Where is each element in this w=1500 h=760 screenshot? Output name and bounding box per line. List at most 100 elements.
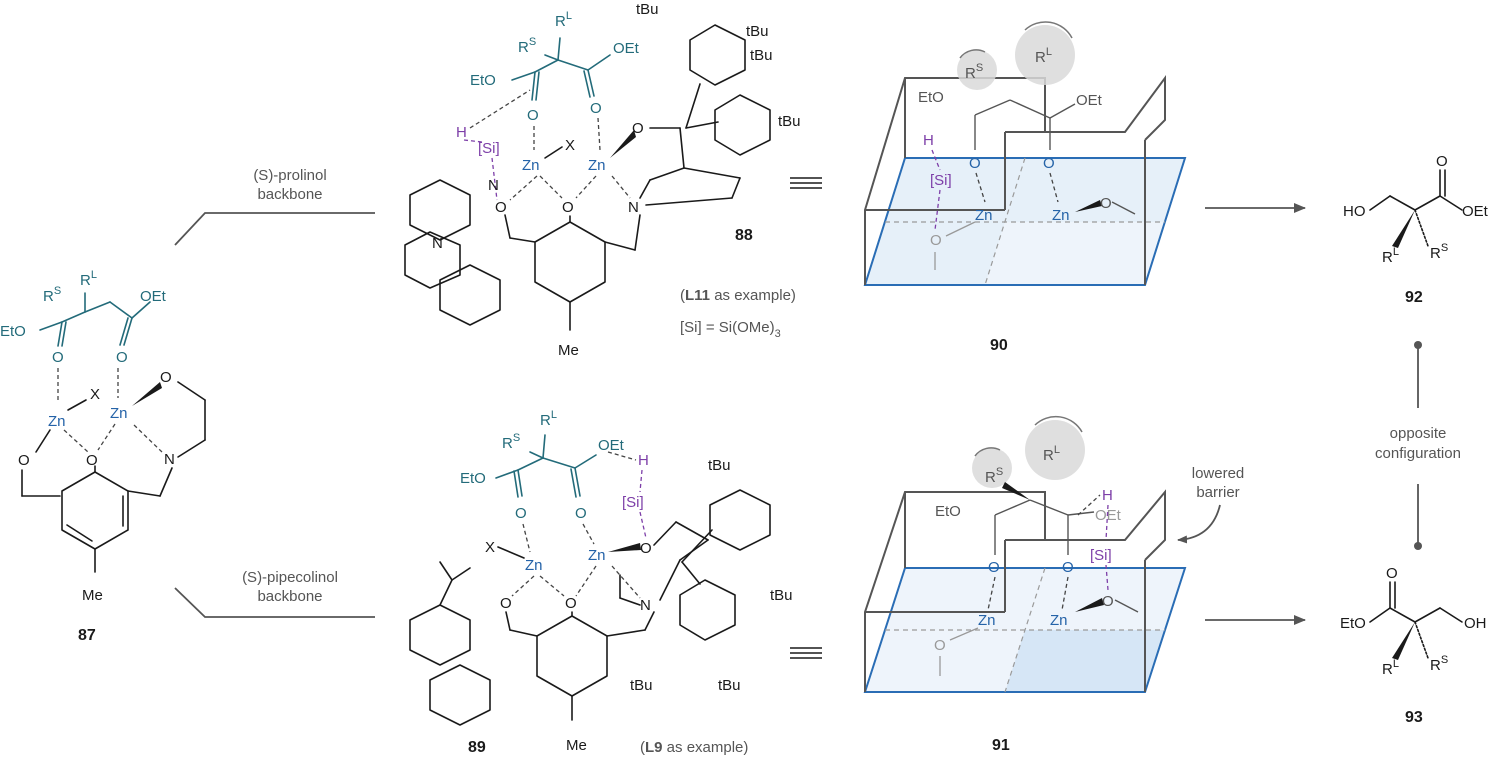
x-89: X [485,539,495,556]
equivalence-sign-bottom [790,647,822,659]
eto-89: EtO [460,470,486,487]
rl-91: RL [1043,444,1060,464]
label-88: 88 [735,227,753,244]
zn-90a: Zn [975,207,993,224]
product-93: EtO O OH RL RS 93 [1340,565,1487,726]
tbu-89a: tBu [708,457,731,474]
rl-89: RL [540,409,557,429]
tbu-88d: tBu [778,113,801,130]
si-88: [Si] [478,140,500,157]
o-88a: O [527,107,539,124]
o-87c: O [160,369,172,386]
l11-note: (L11 as example) [680,287,796,304]
rl-90: RL [1035,46,1052,66]
tbu-88c: tBu [750,47,773,64]
compound-88: RS RL OEt EtO O O H [Si] Zn Zn X O O [404,1,801,359]
rs-90: RS [965,62,983,82]
tbu-89b: tBu [770,587,793,604]
n-87: N [164,451,175,468]
tbu-88b: tBu [746,23,769,40]
o-87d: O [18,452,30,469]
zn-90b: Zn [1052,207,1070,224]
branch-line-bottom [174,587,375,618]
eto-88: EtO [470,72,496,89]
ho-92: HO [1343,203,1366,220]
h-91: H [1102,487,1113,504]
o-88b: O [590,100,602,117]
bottom-backbone-line2: backbone [257,588,322,605]
zn-89a: Zn [525,557,543,574]
me-88: Me [558,342,579,359]
tbu-89d: tBu [718,677,741,694]
o-90c: O [1100,195,1112,212]
equivalence-sign-top [790,177,822,189]
label-89: 89 [468,739,486,756]
rs-89: RS [502,432,520,452]
rl-92: RL [1382,246,1399,266]
oet-88: OEt [613,40,640,57]
rs-label-87: RS [43,285,61,305]
transition-model-91: RS RL EtO OEt O O H [Si] Zn Zn O O lower… [863,415,1245,754]
h-88: H [456,124,467,141]
o-90b: O [1043,155,1055,172]
top-backbone-line1: (S)-prolinol [253,167,326,184]
o-92: O [1436,153,1448,170]
compound-87: RS RL OEt EtO O O Zn Zn X O N O O [0,269,206,644]
oet-89: OEt [598,437,625,454]
si-90: [Si] [930,172,952,189]
o-91c: O [1102,593,1114,610]
o-91a: O [988,559,1000,576]
o-89c: O [640,540,652,557]
rs-91: RS [985,466,1003,486]
label-93: 93 [1405,709,1423,726]
oh-93: OH [1464,615,1487,632]
zn-88a: Zn [522,157,540,174]
rs-92: RS [1430,242,1448,262]
bottom-backbone-line1: (S)-pipecolinol [242,569,338,586]
opposite-configuration-connector: opposite configuration [1375,341,1461,550]
o-90a: O [969,155,981,172]
x-87: X [90,386,100,403]
si-91: [Si] [1090,547,1112,564]
oet-90: OEt [1076,92,1103,109]
si-definition: [Si] = Si(OMe)3 [680,319,781,340]
o-87e: O [86,452,98,469]
o-89d: O [500,595,512,612]
label-87: 87 [78,627,96,644]
n-88-indole1: N [488,177,499,194]
o-90d: O [930,232,942,249]
branch-line-top [174,212,375,246]
n-88-indole2: N [432,235,443,252]
rl-93: RL [1382,658,1399,678]
me-87: Me [82,587,103,604]
n-89: N [640,597,651,614]
o-88d: O [495,199,507,216]
rs-93: RS [1430,654,1448,674]
o-93: O [1386,565,1398,582]
n-88: N [628,199,639,216]
compound-89: RS RL OEt EtO O O H [Si] Zn Zn X O O O [409,409,793,756]
zn-89b: Zn [588,547,606,564]
lowered-line2: barrier [1196,484,1239,501]
rl-label-87: RL [80,269,97,289]
h-89: H [638,452,649,469]
x-88: X [565,137,575,154]
zn-91b: Zn [1050,612,1068,629]
h-90: H [923,132,934,149]
eto-93: EtO [1340,615,1366,632]
zn-87b: Zn [110,405,128,422]
oet-92: OEt [1462,203,1489,220]
o-87a: O [52,349,64,366]
eto-91: EtO [935,503,961,520]
label-91: 91 [992,737,1010,754]
o-89b: O [575,505,587,522]
product-92: HO O OEt RL RS 92 [1343,153,1489,306]
label-90: 90 [990,337,1008,354]
lowered-line1: lowered [1192,465,1245,482]
o-89e: O [565,595,577,612]
oet-87: OEt [140,288,167,305]
label-92: 92 [1405,289,1423,306]
o-88e: O [562,199,574,216]
zn-91a: Zn [978,612,996,629]
zn-87a: Zn [48,413,66,430]
